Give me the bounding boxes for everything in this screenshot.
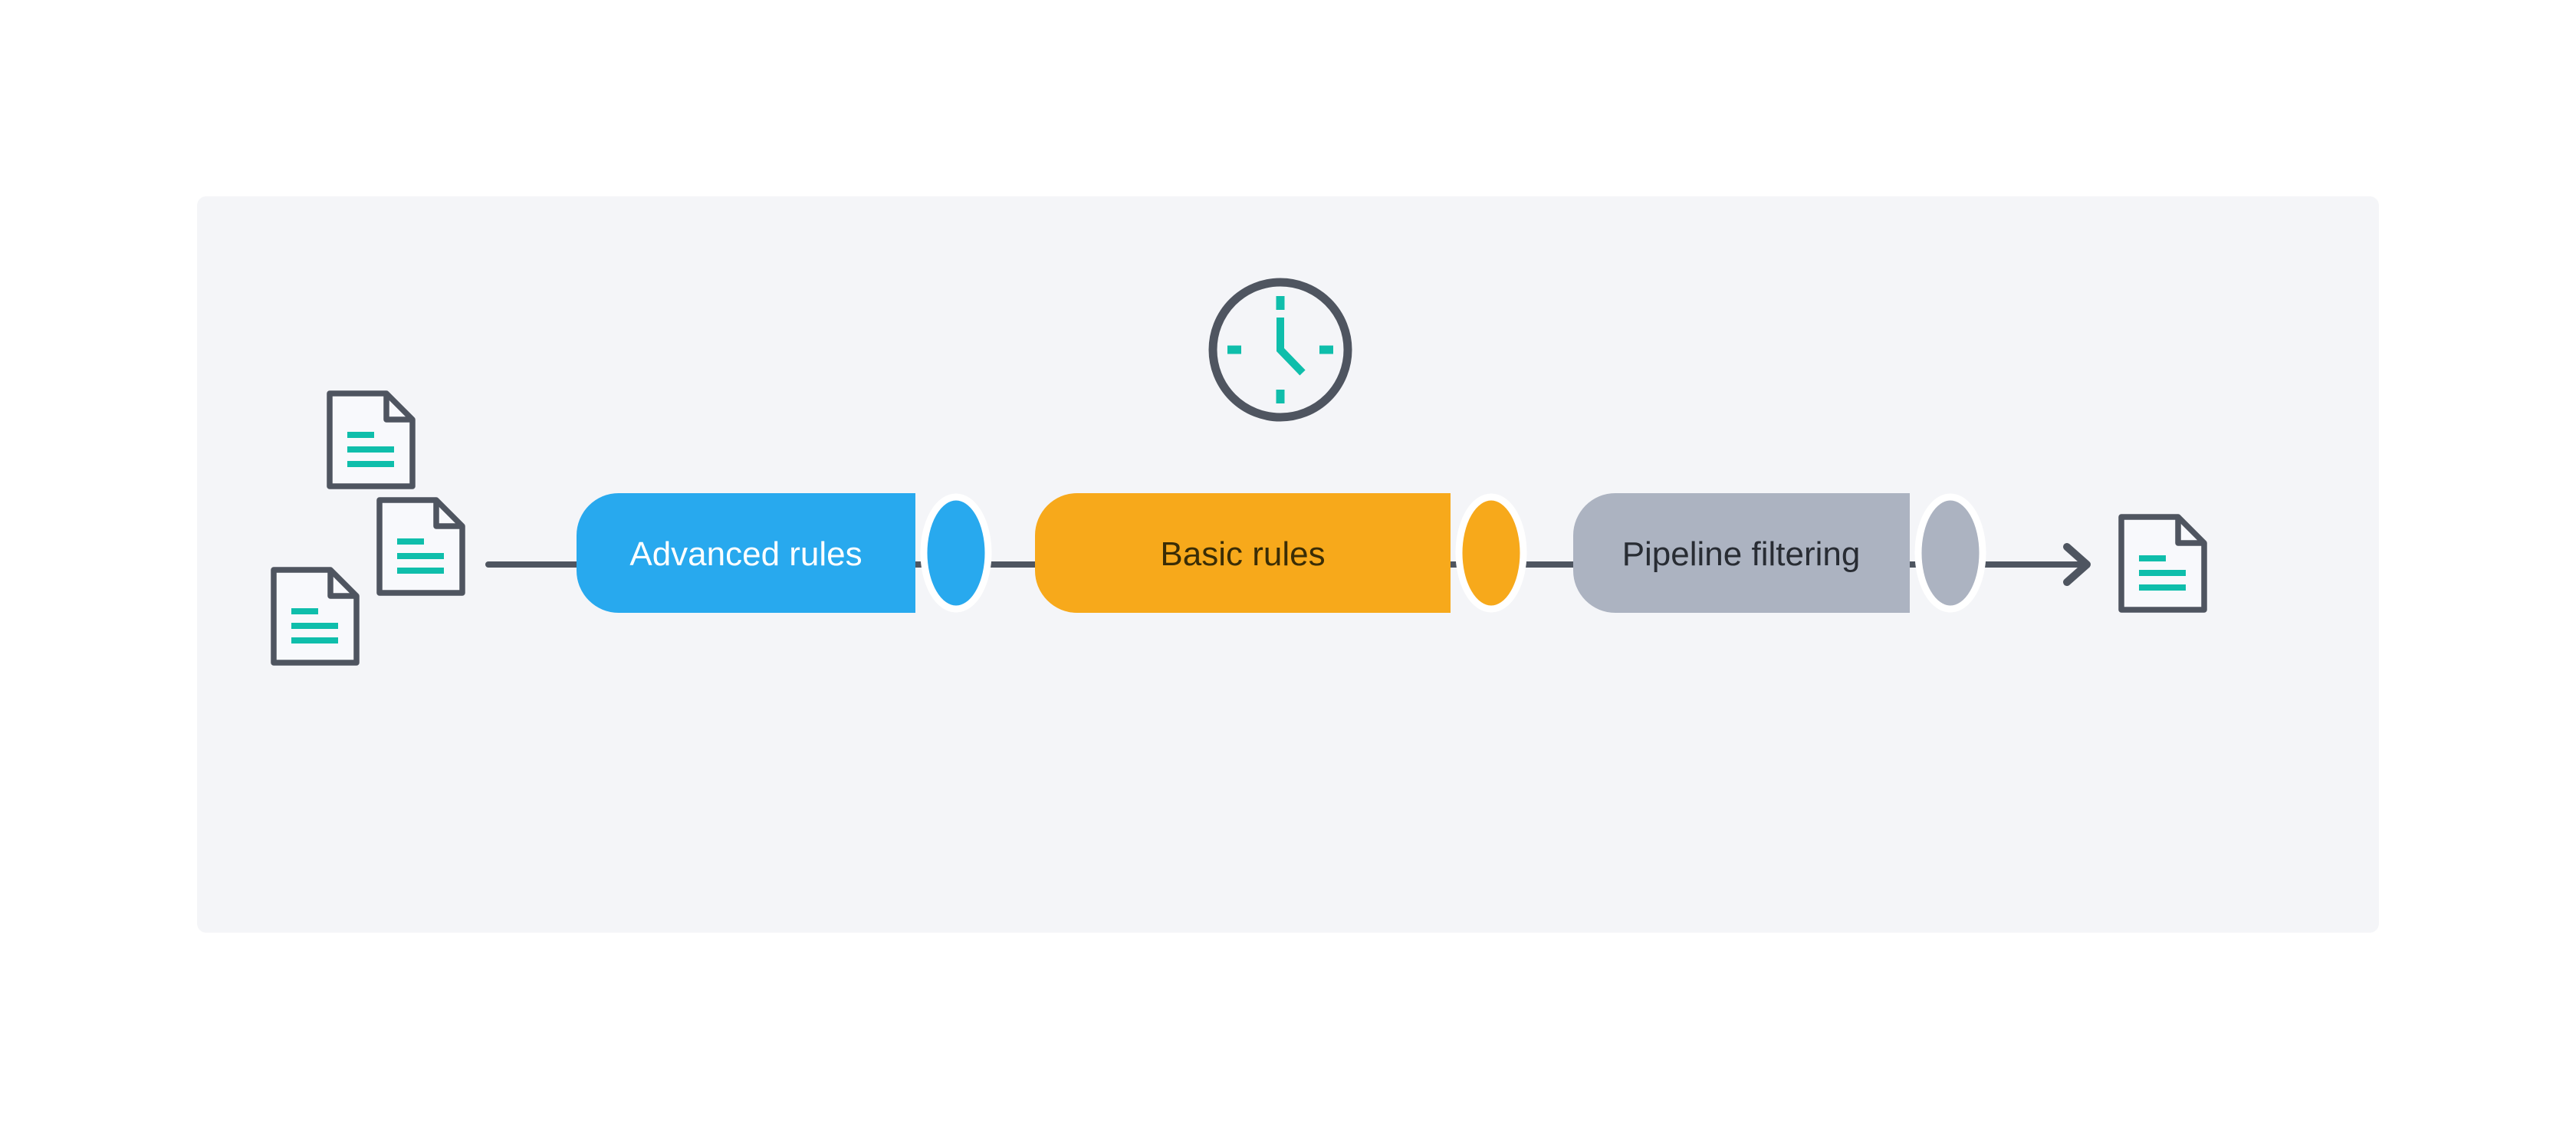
stage-basic-rules: Basic rules: [1035, 493, 1527, 613]
clock-icon: [1208, 278, 1352, 422]
clock-face-ring: [1208, 278, 1352, 422]
clock-hands: [1276, 318, 1306, 376]
cylinder-body: [577, 493, 915, 613]
cylinder-cap: [920, 493, 992, 613]
arrow-right-icon: [2063, 543, 2091, 586]
cylinder-body: [1035, 493, 1451, 613]
stage-label-basic-rules: Basic rules: [1160, 535, 1325, 573]
cylinder-cap: [1455, 493, 1527, 613]
document-icon: [2121, 517, 2204, 610]
clock-ticks: [1227, 296, 1333, 403]
document-icon: [274, 570, 356, 663]
document-icon: [330, 393, 412, 486]
stage-label-pipeline-filtering: Pipeline filtering: [1622, 535, 1861, 573]
stage-label-advanced-rules: Advanced rules: [629, 535, 862, 573]
output-documents: [2121, 517, 2204, 610]
stage-advanced-rules: Advanced rules: [577, 493, 992, 613]
stage-pipeline-filtering: Pipeline filtering: [1573, 493, 1986, 613]
cylinder-cap: [1914, 493, 1986, 613]
cylinder-body: [1573, 493, 1910, 613]
document-icon: [380, 500, 462, 593]
